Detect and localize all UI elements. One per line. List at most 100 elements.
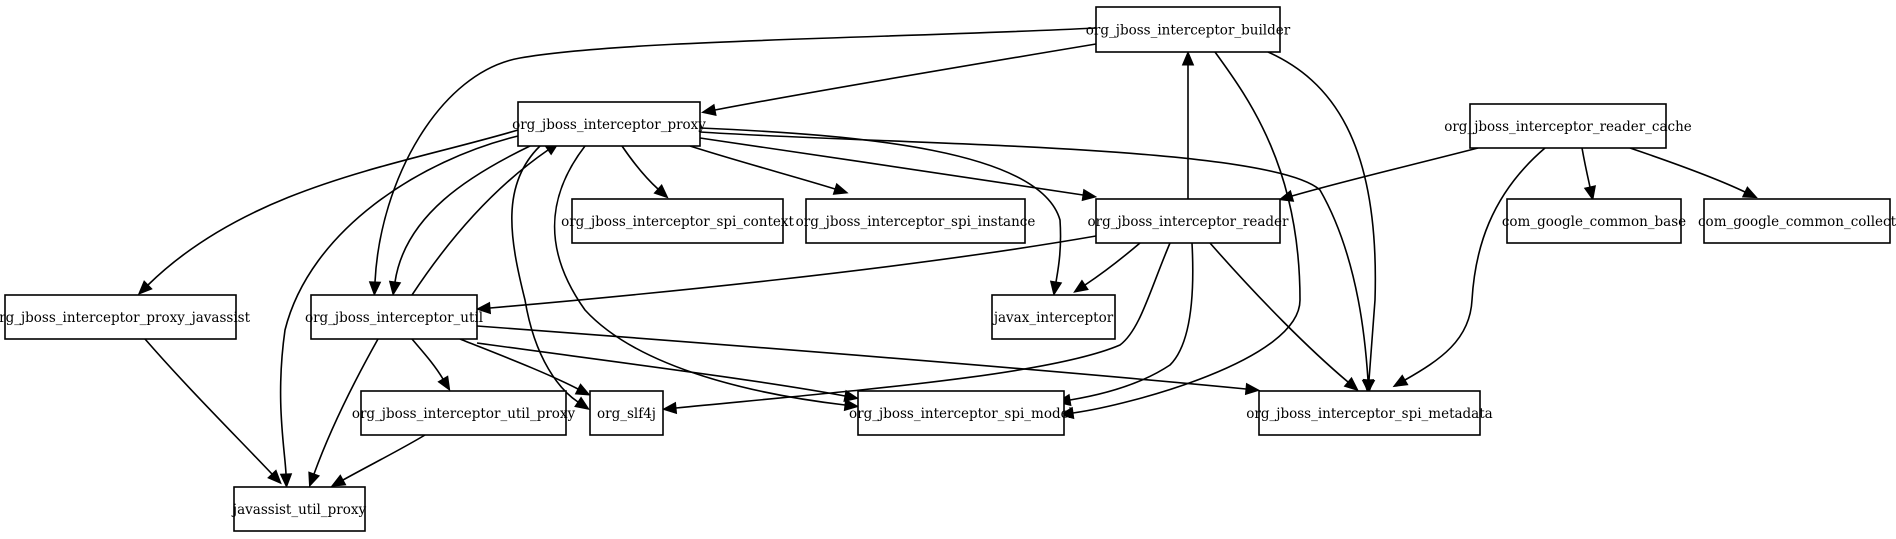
node-label: org_jboss_interceptor_spi_instance: [796, 214, 1036, 230]
edge-proxy-to-reader: [699, 137, 1098, 202]
node-label: org_jboss_interceptor_proxy_javassist: [0, 310, 251, 326]
edge-line: [313, 338, 379, 475]
edge-line: [342, 434, 426, 481]
edge-reader-to-builder: [1181, 50, 1195, 199]
node-box: [233, 486, 366, 532]
edge-util-to-proxy: [411, 141, 560, 296]
edge-line: [1629, 147, 1746, 193]
arrowhead: [843, 398, 860, 412]
edge-builder-to-util: [368, 27, 1097, 297]
edge-proxy-to-spi_instance: [689, 145, 849, 195]
nodes-layer: org_jboss_interceptor_builder org_jboss_i…: [0, 6, 1896, 532]
arrowhead: [574, 396, 590, 410]
arrowhead: [1244, 382, 1261, 396]
node-label: org_slf4j: [597, 406, 656, 422]
edge-line: [699, 127, 1062, 283]
edge-proxy-to-spi_metadata: [699, 131, 1375, 395]
edges-layer: [137, 27, 1758, 489]
arrowhead: [267, 469, 282, 485]
node-spi-metadata: org_jboss_interceptor_spi_metadata: [1246, 390, 1493, 436]
node-label: org_jboss_interceptor_proxy: [512, 117, 706, 133]
edge-line: [1084, 242, 1141, 286]
edge-line: [147, 129, 519, 286]
edge-builder-to-spi_model: [1058, 51, 1301, 420]
edge-proxy-to-spi_context: [621, 145, 669, 199]
edge-proxy_javassist-to-javassist_util_proxy: [144, 338, 282, 485]
node-label: org_jboss_interceptor_builder: [1086, 23, 1291, 39]
node-label: org_jboss_interceptor_reader_cache: [1444, 119, 1692, 135]
arrowhead: [330, 474, 347, 487]
node-javax-interceptor: javax_interceptor: [991, 294, 1116, 340]
node-proxy-javassist: org_jboss_interceptor_proxy_javassist: [0, 294, 251, 340]
node-box: [805, 198, 1026, 244]
arrowhead: [1278, 189, 1295, 202]
node-box: [4, 294, 237, 340]
edge-line: [1404, 147, 1546, 381]
node-reader: org_jboss_interceptor_reader: [1088, 198, 1289, 244]
node-common-base: com_google_common_base: [1502, 198, 1686, 244]
node-box: [857, 390, 1065, 436]
node-label: com_google_common_base: [1502, 214, 1686, 230]
edge-builder-to-proxy: [700, 43, 1097, 117]
edge-line: [675, 242, 1171, 409]
edge-proxy-to-javassist_util_proxy: [279, 135, 519, 489]
edge-line: [459, 338, 579, 390]
arrowhead: [1181, 50, 1195, 66]
edge-reader-to-util: [475, 235, 1097, 315]
node-box: [1703, 198, 1891, 244]
edge-line: [489, 235, 1097, 309]
arrowhead: [1583, 185, 1596, 201]
edge-line: [699, 137, 1084, 196]
arrowhead: [137, 280, 153, 295]
edge-util-to-spi_metadata: [476, 325, 1261, 396]
edge-reader-to-javax_interceptor: [1073, 242, 1141, 293]
arrowhead: [1073, 279, 1089, 293]
node-label: com_google_common_collect: [1698, 214, 1896, 230]
edge-line: [279, 135, 519, 475]
arrowhead: [700, 103, 717, 117]
node-spi-instance: org_jboss_interceptor_spi_instance: [796, 198, 1036, 244]
edge-util-to-util_proxy: [411, 338, 451, 392]
arrowhead: [832, 182, 849, 195]
edge-reader_cache-to-common_base: [1581, 147, 1596, 201]
node-label: javassist_util_proxy: [231, 502, 367, 518]
arrowhead: [475, 301, 492, 315]
arrowhead: [308, 471, 321, 488]
node-util: org_jboss_interceptor_util: [305, 294, 483, 340]
edge-line: [411, 149, 549, 296]
node-javassist-util-proxy: javassist_util_proxy: [231, 486, 367, 532]
edge-line: [476, 342, 846, 397]
edge-line: [689, 145, 836, 190]
edge-reader-to-slf4j: [661, 242, 1171, 415]
arrowhead: [653, 184, 669, 199]
edge-util-to-javassist_util_proxy: [308, 338, 379, 488]
arrowhead: [574, 383, 591, 396]
node-box: [1258, 390, 1481, 436]
node-reader-cache: org_jboss_interceptor_reader_cache: [1444, 103, 1692, 149]
node-box: [1095, 6, 1281, 53]
arrowhead: [368, 281, 382, 297]
arrowhead: [1392, 374, 1409, 388]
arrowhead: [843, 389, 860, 403]
arrowhead: [1049, 280, 1063, 297]
node-box: [1506, 198, 1682, 244]
edge-line: [621, 145, 659, 190]
edge-proxy-to-slf4j: [511, 145, 590, 410]
node-label: org_jboss_interceptor_spi_model: [849, 406, 1073, 422]
edge-reader_cache-to-reader: [1278, 147, 1479, 202]
node-builder: org_jboss_interceptor_builder: [1086, 6, 1291, 53]
edge-util_proxy-to-javassist_util_proxy: [330, 434, 426, 487]
edge-proxy-to-spi_model: [553, 145, 860, 412]
edge-line: [374, 27, 1097, 283]
edge-line: [1209, 242, 1349, 383]
node-box: [589, 390, 664, 436]
node-label: org_jboss_interceptor_util: [305, 310, 483, 326]
edge-reader-to-spi_metadata: [1209, 242, 1359, 392]
edge-line: [1581, 147, 1591, 188]
node-box: [571, 198, 784, 244]
edge-line: [476, 325, 1247, 390]
node-label: org_jboss_interceptor_spi_metadata: [1246, 406, 1492, 422]
edge-reader_cache-to-common_collect: [1629, 147, 1758, 199]
node-common-collect: com_google_common_collect: [1698, 198, 1896, 244]
edge-line: [1291, 147, 1479, 197]
